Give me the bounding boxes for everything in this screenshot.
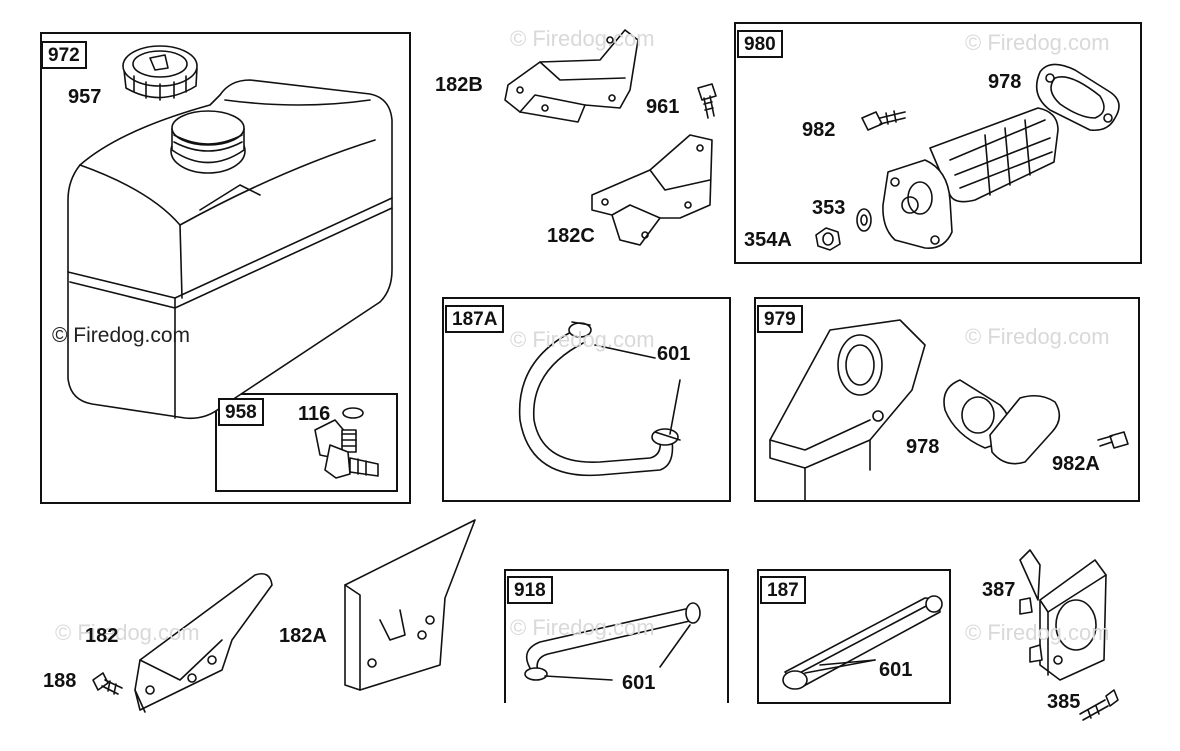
- exhaust-manifold-387: [1019, 549, 1107, 681]
- fuel-cap: [122, 45, 198, 101]
- box-972-frame: [40, 32, 411, 504]
- part-label-353: 353: [812, 197, 846, 219]
- watermark: © Firedog.com: [965, 30, 1110, 55]
- box-187-frame: [757, 569, 951, 704]
- box-label-979: 979: [757, 305, 803, 333]
- watermark-main: © Firedog.com: [52, 324, 191, 347]
- box-label-980: 980: [737, 30, 783, 58]
- part-label-188: 188: [43, 670, 77, 692]
- bracket-182C: [591, 134, 713, 246]
- watermark: © Firedog.com: [55, 620, 200, 645]
- muffler-assembly: [882, 63, 1120, 249]
- bracket-182B: [504, 29, 639, 123]
- part-label-601: 601: [879, 659, 913, 681]
- box-label-187: 187: [760, 576, 806, 604]
- exhaust-tube-187: [782, 595, 943, 690]
- bracket-182A: [344, 519, 476, 691]
- part-label-387: 387: [982, 579, 1016, 601]
- part-label-354A: 354A: [744, 229, 792, 251]
- bracket-182: [134, 572, 273, 713]
- part-label-982: 982: [802, 119, 836, 141]
- exhaust-tube-187A: [518, 321, 681, 477]
- part-label-978: 978: [906, 436, 940, 458]
- box-918-frame: [504, 569, 729, 703]
- exhaust-tube-918: [524, 602, 701, 681]
- part-label-182C: 182C: [547, 225, 595, 247]
- part-label-116: 116: [298, 403, 331, 425]
- part-label-601: 601: [622, 672, 656, 694]
- box-label-972: 972: [41, 41, 87, 69]
- fuel-shutoff-valve: [314, 407, 379, 479]
- part-label-182: 182: [85, 625, 119, 647]
- box-979-frame: [754, 297, 1140, 502]
- part-label-957: 957: [68, 86, 102, 108]
- bolt-188: [92, 672, 123, 695]
- part-label-961: 961: [646, 96, 680, 118]
- bolt-982: [861, 110, 906, 131]
- part-label-601: 601: [657, 343, 691, 365]
- watermark: © Firedog.com: [510, 615, 655, 640]
- part-label-982A: 982A: [1052, 453, 1100, 475]
- watermark: © Firedog.com: [510, 327, 655, 352]
- bolt-385: [1079, 689, 1119, 721]
- box-980-frame: [734, 22, 1142, 264]
- watermark: © Firedog.com: [510, 26, 655, 51]
- watermark: © Firedog.com: [965, 324, 1110, 349]
- box-958-frame: [215, 393, 398, 492]
- fuel-tank: [67, 79, 393, 420]
- part-label-182A: 182A: [279, 625, 327, 647]
- part-label-385: 385: [1047, 691, 1081, 713]
- exhaust-port-gaskets: [769, 319, 1061, 501]
- box-label-918: 918: [507, 576, 553, 604]
- box-label-958: 958: [218, 398, 264, 426]
- lockwasher-353: [856, 208, 872, 232]
- nut-354A: [815, 227, 841, 251]
- part-label-978: 978: [988, 71, 1022, 93]
- watermark: © Firedog.com: [965, 620, 1110, 645]
- part-label-182B: 182B: [435, 74, 483, 96]
- bolt-961: [697, 83, 717, 119]
- box-label-187A: 187A: [445, 305, 505, 333]
- box-187A-frame: [442, 297, 731, 502]
- bolt-982A: [1097, 431, 1129, 449]
